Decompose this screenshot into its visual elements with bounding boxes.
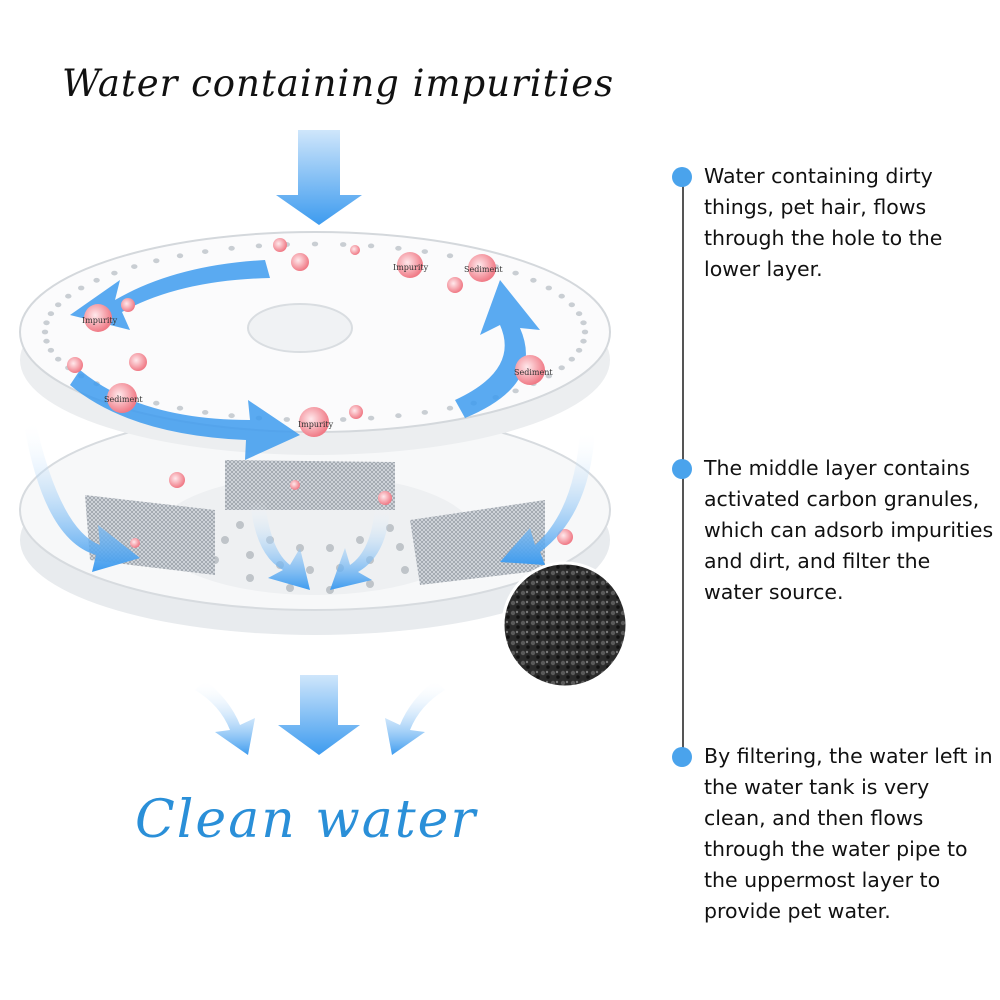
rim-hole bbox=[78, 285, 85, 291]
rim-hole bbox=[55, 302, 62, 308]
rim-hole bbox=[580, 338, 587, 344]
rim-hole bbox=[575, 347, 583, 353]
rim-hole bbox=[568, 302, 575, 308]
flow-arrow-right bbox=[500, 430, 595, 565]
rim-hole bbox=[228, 413, 235, 419]
label-sediment-1: Sediment bbox=[464, 265, 503, 274]
rim-hole bbox=[421, 249, 428, 255]
rim-hole bbox=[255, 243, 263, 249]
step-text-2: The middle layer contains activated carb… bbox=[704, 456, 994, 604]
rim-hole bbox=[47, 347, 55, 353]
rim-hole bbox=[575, 311, 583, 317]
title-top: Water containing impurities bbox=[62, 62, 615, 105]
rim-hole bbox=[55, 356, 62, 362]
rim-hole bbox=[395, 245, 402, 251]
outflow-arrow-center bbox=[278, 675, 360, 755]
rim-hole bbox=[41, 329, 49, 335]
rim-hole bbox=[558, 365, 565, 371]
rim-hole bbox=[580, 320, 587, 326]
step-bullet-icon bbox=[672, 167, 692, 187]
step-text-1: Water containing dirty things, pet hair,… bbox=[704, 164, 943, 281]
rim-hole bbox=[367, 243, 375, 249]
flow-arrow-center-left bbox=[250, 500, 310, 590]
rim-hole bbox=[446, 253, 454, 259]
flow-arrow-center-right bbox=[330, 505, 390, 590]
rim-hole bbox=[111, 270, 118, 276]
rim-hole bbox=[43, 320, 50, 326]
label-impurity-2: Impurity bbox=[82, 316, 118, 325]
rim-hole bbox=[228, 245, 235, 251]
label-sediment-3: Sediment bbox=[514, 368, 553, 377]
label-impurity-1: Impurity bbox=[393, 263, 429, 272]
step-bullet-icon bbox=[672, 747, 692, 767]
rim-hole bbox=[512, 270, 519, 276]
swirl-arrow-left bbox=[70, 260, 270, 330]
inflow-arrow bbox=[276, 130, 362, 225]
filter-mesh-back bbox=[225, 460, 395, 510]
filter-mesh-right bbox=[410, 500, 545, 585]
rim-hole bbox=[65, 293, 72, 299]
center-hole bbox=[247, 303, 353, 353]
label-sediment-2: Sediment bbox=[104, 395, 143, 404]
rim-hole bbox=[153, 400, 160, 406]
impurity-bubbles bbox=[67, 238, 573, 548]
step-text-3: By filtering, the water left in the wate… bbox=[704, 744, 993, 923]
filter-illustration: Impurity Sediment Impurity Sediment Sedi… bbox=[19, 130, 629, 755]
rim-hole bbox=[446, 405, 454, 411]
rim-hole bbox=[340, 242, 347, 247]
rim-hole bbox=[530, 277, 537, 283]
swirl-arrow-bottom bbox=[70, 370, 300, 460]
rim-hole bbox=[202, 249, 209, 255]
rim-hole bbox=[153, 258, 160, 264]
rim-hole bbox=[545, 373, 552, 379]
rim-hole bbox=[558, 293, 565, 299]
rim-hole bbox=[47, 311, 55, 317]
swirl-arrow-right bbox=[455, 280, 540, 418]
rim-hole bbox=[176, 253, 184, 259]
rim-hole bbox=[311, 241, 319, 247]
rim-hole bbox=[283, 417, 290, 422]
label-impurity-3: Impurity bbox=[298, 420, 334, 429]
step-bullet-icon bbox=[672, 459, 692, 479]
outflow-arrow-right bbox=[385, 680, 445, 755]
rim-hole bbox=[131, 264, 138, 269]
rim-hole bbox=[545, 285, 552, 291]
title-bottom: Clean water bbox=[135, 790, 478, 850]
outflow-arrow-left bbox=[195, 680, 255, 755]
rim-hole bbox=[340, 417, 347, 422]
rim-hole bbox=[202, 410, 209, 415]
rim-hole bbox=[43, 338, 50, 344]
flow-arrow-left bbox=[25, 420, 140, 572]
activated-carbon-closeup bbox=[501, 561, 629, 689]
rim-hole bbox=[512, 388, 519, 394]
rim-hole bbox=[421, 410, 428, 415]
rim-hole bbox=[395, 413, 402, 419]
rim-hole bbox=[581, 329, 589, 335]
rim-hole bbox=[93, 277, 100, 283]
rim-hole bbox=[176, 405, 184, 411]
rim-hole bbox=[367, 415, 375, 421]
rim-hole bbox=[568, 356, 575, 362]
